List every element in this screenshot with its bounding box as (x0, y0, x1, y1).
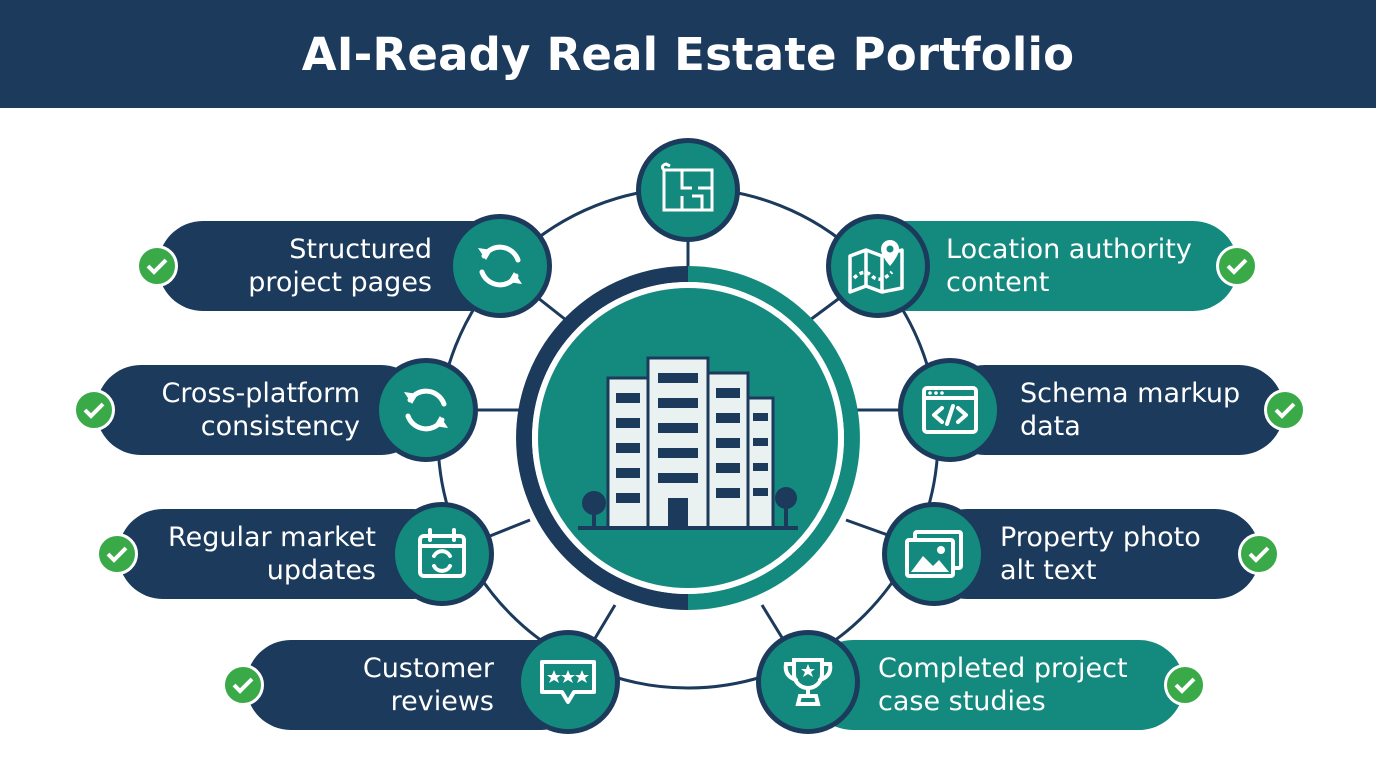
center-building-node (532, 282, 844, 594)
pill-schema-markup-data: Schema markup data (940, 365, 1284, 455)
node-regular-market-updates (390, 502, 494, 606)
pill-label: Structured project pages (248, 234, 432, 298)
pill-label: Cross-platform consistency (161, 378, 360, 442)
pill-cross-platform-consistency: Cross-platform consistency (96, 365, 426, 455)
header-banner: AI-Ready Real Estate Portfolio (0, 0, 1376, 108)
check-icon (1216, 245, 1258, 287)
pill-property-photo-alt-text: Property photo alt text (922, 509, 1260, 599)
pill-label: Customer reviews (362, 653, 494, 717)
top-floorplan-node (636, 138, 740, 242)
pill-label: Regular market updates (168, 522, 376, 586)
apartment-building-icon (578, 356, 798, 530)
check-icon (96, 533, 138, 575)
node-location-authority-content (826, 214, 930, 318)
check-icon (1164, 664, 1206, 706)
calendar-refresh-icon (418, 528, 466, 578)
trophy-icon (783, 658, 833, 706)
check-icon (136, 245, 178, 287)
map-pin-icon (848, 240, 904, 294)
refresh-icon (404, 388, 448, 432)
node-property-photo-alt-text (882, 502, 986, 606)
pill-completed-project-case-studies: Completed project case studies (808, 640, 1184, 730)
pill-label: Location authority content (946, 234, 1192, 298)
node-cross-platform-consistency (374, 358, 478, 462)
star-review-icon (540, 660, 596, 704)
image-icon (905, 530, 963, 578)
check-icon (1238, 533, 1280, 575)
pill-label: Property photo alt text (1000, 522, 1201, 586)
pill-label: Schema markup data (1020, 378, 1241, 442)
node-structured-project-pages (448, 214, 552, 318)
check-icon (1264, 389, 1306, 431)
check-icon (73, 389, 115, 431)
page-title: AI-Ready Real Estate Portfolio (301, 27, 1075, 81)
refresh-icon (478, 244, 522, 288)
node-completed-project-case-studies (756, 630, 860, 734)
check-icon (222, 664, 264, 706)
code-window-icon (922, 386, 978, 434)
node-customer-reviews (516, 630, 620, 734)
node-schema-markup-data (898, 358, 1002, 462)
floor-plan-icon (660, 162, 714, 212)
pill-label: Completed project case studies (878, 653, 1128, 717)
